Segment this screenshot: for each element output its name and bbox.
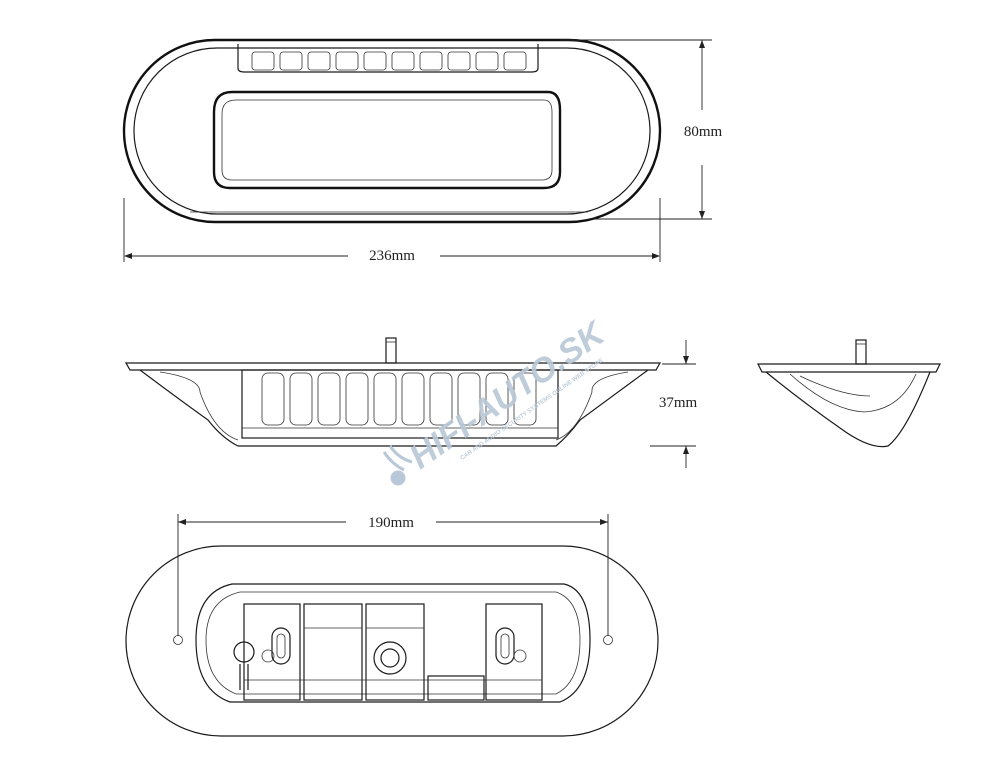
side-stud <box>385 337 397 364</box>
label-top-width: 236mm <box>369 248 415 264</box>
top-lens-inner <box>221 99 553 181</box>
side-fin-block <box>241 369 559 439</box>
slot-right <box>495 627 515 665</box>
side-fins <box>261 372 537 426</box>
dimension-side-depth: 37mm <box>650 340 697 468</box>
end-body <box>765 371 931 448</box>
side-body <box>139 369 649 447</box>
top-lens-outer <box>212 90 562 190</box>
dimension-top-width: 236mm <box>123 198 661 264</box>
cable-gland <box>373 641 407 675</box>
bottom-outline <box>125 545 659 737</box>
top-inner-outline <box>133 47 651 215</box>
bottom-compartment-5 <box>485 603 543 701</box>
bottom-compartment-2 <box>303 603 363 701</box>
bottom-housing <box>195 583 591 703</box>
dimension-bottom-width: 190mm <box>177 514 609 636</box>
bottom-compartment-3 <box>365 603 425 701</box>
mount-hole-left <box>173 635 183 645</box>
side-flange <box>124 362 662 371</box>
label-top-height: 80mm <box>684 124 723 140</box>
watermark-brand: HIFI-AUTO.SK <box>403 313 614 476</box>
end-lens-curve <box>789 373 917 413</box>
label-bottom-width: 190mm <box>368 515 414 531</box>
screw-knob <box>233 641 255 663</box>
bottom-view <box>125 545 659 737</box>
bottom-compartment-4 <box>427 675 485 701</box>
top-view <box>122 38 662 224</box>
watermark-signal-icon <box>382 445 413 486</box>
slot-left <box>271 627 291 665</box>
end-flange <box>757 363 941 373</box>
side-view <box>124 337 662 447</box>
end-view <box>757 339 941 448</box>
mount-hole-right <box>603 635 613 645</box>
bottom-compartment-1 <box>243 603 301 701</box>
top-outer-outline <box>122 38 662 224</box>
top-fins <box>251 51 527 71</box>
end-stud <box>855 339 867 365</box>
top-fin-strip <box>237 44 539 73</box>
dimension-top-height: 80mm <box>560 39 723 220</box>
label-side-depth: 37mm <box>659 395 698 411</box>
watermark-logo: HIFI-AUTO.SK CAR AND AUDIO SECURITY SYST… <box>403 313 614 476</box>
